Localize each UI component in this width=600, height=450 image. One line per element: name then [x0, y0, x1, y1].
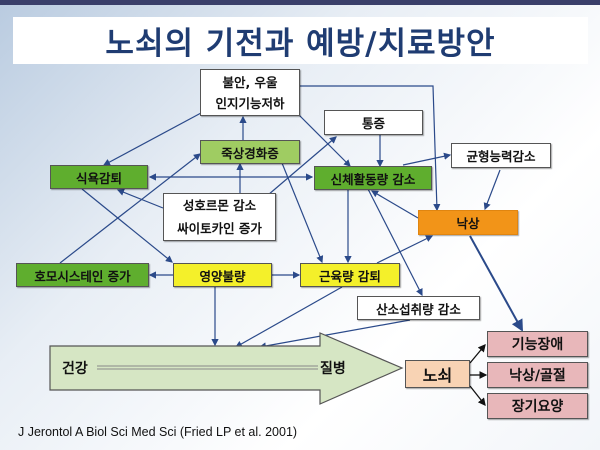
arrow-hormone-pain: [267, 136, 337, 196]
health-label: 건강: [62, 361, 88, 377]
longterm-care-box: 장기요양: [487, 393, 588, 419]
page-title: 노쇠의 기전과 예방/치료방안: [13, 17, 588, 64]
arrow-anxiety-fall: [300, 85, 441, 212]
hormone-label: 성호르몬 감소: [182, 198, 257, 213]
disease-label: 질병: [320, 361, 346, 377]
arrow-appetite-malnutrition: [81, 188, 173, 263]
arrow-anxiety-appetite: [102, 112, 202, 166]
arrow-homocysteine-athero: [59, 153, 201, 264]
citation: J Jerontol A Biol Sci Med Sci (Fried LP …: [18, 425, 298, 439]
top-bar: [0, 0, 600, 5]
arrow-fall-activity: [370, 190, 419, 219]
balance-box: 균형능력감소: [451, 143, 551, 168]
arrow-anxiety-activity: [296, 112, 351, 167]
cytokine-label: 싸이토카인 증가: [177, 221, 262, 236]
frailty-box: 노쇠: [405, 360, 470, 388]
arrow-frailty-care: [469, 385, 486, 407]
oxygen-box: 산소섭취량 감소: [357, 296, 480, 320]
fall-box: 낙상: [418, 210, 518, 235]
anxiety-cognition-box: 불안, 우울 인지기능저하: [200, 69, 300, 116]
homocysteine-box: 호모시스테인 증가: [16, 263, 149, 287]
activity-box: 신체활동량 감소: [314, 166, 432, 190]
disability-box: 기능장애: [487, 331, 588, 357]
pain-box: 통증: [324, 110, 423, 135]
arrow-muscle-spectrum: [234, 286, 343, 348]
arrow-hormone-appetite: [116, 188, 164, 209]
hormone-cytokine-box: 성호르몬 감소 싸이토카인 증가: [163, 193, 276, 241]
arrow-oxygen-spectrum: [258, 319, 411, 350]
arrow-muscle-fall: [376, 235, 434, 264]
arrow-activity-oxygen: [367, 188, 423, 297]
arrow-balance-fall: [483, 169, 501, 211]
arrow-frailty-disability: [469, 344, 486, 364]
cognition-label: 인지기능저하: [215, 95, 285, 111]
anxiety-label: 불안, 우울: [222, 74, 278, 90]
arrow-fall-disability: [469, 235, 523, 332]
appetite-box: 식욕감퇴: [50, 165, 148, 189]
muscle-box: 근육량 감퇴: [300, 263, 400, 287]
atherosclerosis-box: 죽상경화증: [200, 140, 300, 164]
arrow-activity-balance: [402, 152, 452, 166]
malnutrition-box: 영양불량: [173, 263, 272, 287]
fracture-box: 낙상/골절: [487, 362, 588, 388]
